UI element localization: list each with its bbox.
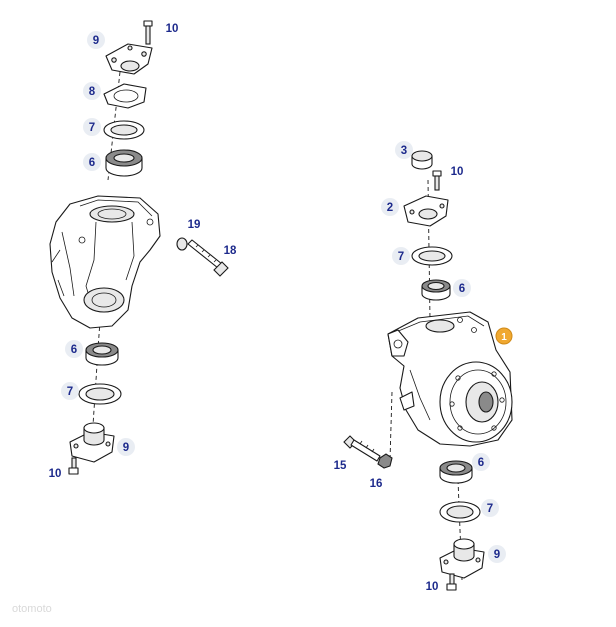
callout-10-bottom-right: 10: [426, 581, 439, 593]
svg-text:9: 9: [494, 549, 500, 561]
steering-knuckle-left: [49, 195, 161, 329]
svg-text:19: 19: [188, 219, 201, 231]
svg-text:18: 18: [224, 245, 237, 257]
watermark: otomoto: [12, 603, 52, 615]
svg-text:15: 15: [334, 460, 347, 472]
svg-text:16: 16: [370, 478, 383, 490]
cap-bottom-left: [69, 422, 115, 463]
callout-16: 16: [370, 478, 383, 490]
callout-6-top-right: 6: [453, 279, 471, 297]
callout-7-top-left: 7: [83, 118, 101, 136]
right-axis-lower: [457, 479, 463, 581]
svg-text:2: 2: [387, 202, 393, 214]
callout-6-bottom-left: 6: [65, 340, 83, 358]
callout-3: 3: [395, 141, 413, 159]
bearing-bottom-right: [439, 460, 473, 484]
svg-text:7: 7: [398, 251, 404, 263]
nut-16: [377, 453, 393, 469]
svg-text:7: 7: [89, 122, 95, 134]
callout-10-top-right: 10: [451, 166, 464, 178]
callout-8-left: 8: [83, 82, 101, 100]
cap-top-left: [105, 43, 153, 75]
bolt-15: [343, 435, 381, 462]
part-badge-1: 1: [495, 327, 513, 345]
bearing-bottom-left: [85, 342, 119, 366]
callout-9-bottom-left: 9: [117, 438, 135, 456]
svg-text:8: 8: [89, 86, 96, 98]
callout-1: 1: [501, 332, 507, 343]
bearing-top-left: [105, 149, 143, 177]
seal-top-left: [103, 120, 145, 140]
bolt-18: [187, 239, 229, 277]
svg-text:10: 10: [426, 581, 439, 593]
svg-text:10: 10: [49, 468, 62, 480]
svg-text:10: 10: [451, 166, 464, 178]
screw-bottom-right: [446, 573, 457, 591]
callout-15: 15: [334, 460, 347, 472]
svg-text:7: 7: [487, 503, 493, 515]
svg-text:6: 6: [89, 157, 95, 169]
seal-top-right: [411, 246, 453, 266]
seal-bottom-left: [78, 383, 122, 405]
right-axis-bolt: [389, 391, 393, 461]
callout-9-bottom-right: 9: [488, 545, 506, 563]
steering-knuckle-right: [387, 311, 513, 447]
cap-bottom-right: [439, 538, 485, 579]
screw-top-right: [432, 170, 442, 191]
callout-10-top-left: 10: [166, 23, 179, 35]
svg-text:10: 10: [166, 23, 179, 35]
callout-9-top-left: 9: [87, 31, 105, 49]
washer-19: [176, 237, 188, 251]
gasket-left: [103, 83, 147, 109]
right-assembly: 1: [343, 150, 513, 591]
callout-7-bottom-right: 7: [481, 499, 499, 517]
screw-top-left: [143, 20, 153, 45]
cap-2: [403, 195, 449, 227]
svg-text:7: 7: [67, 386, 73, 398]
callout-6-bottom-right: 6: [472, 453, 490, 471]
svg-text:6: 6: [71, 344, 77, 356]
callout-7-bottom-left: 7: [61, 382, 79, 400]
screw-bottom-left: [68, 457, 79, 475]
callout-10-bottom-left: 10: [49, 468, 62, 480]
svg-text:9: 9: [93, 35, 99, 47]
plug-3: [411, 150, 433, 170]
callout-18: 18: [224, 245, 237, 257]
callout-6-top-left: 6: [83, 153, 101, 171]
svg-text:9: 9: [123, 442, 129, 454]
left-axis-lower: [91, 319, 101, 441]
callout-19: 19: [188, 219, 201, 231]
seal-bottom-right: [439, 501, 481, 523]
bearing-top-right: [421, 279, 451, 301]
svg-text:3: 3: [401, 145, 407, 157]
callout-2: 2: [381, 198, 399, 216]
callout-labels: 10 9 8 7 6 19 18 6 7: [49, 23, 506, 593]
left-assembly: [49, 20, 229, 475]
callout-7-top-right: 7: [392, 247, 410, 265]
svg-text:6: 6: [459, 283, 465, 295]
svg-text:6: 6: [478, 457, 484, 469]
